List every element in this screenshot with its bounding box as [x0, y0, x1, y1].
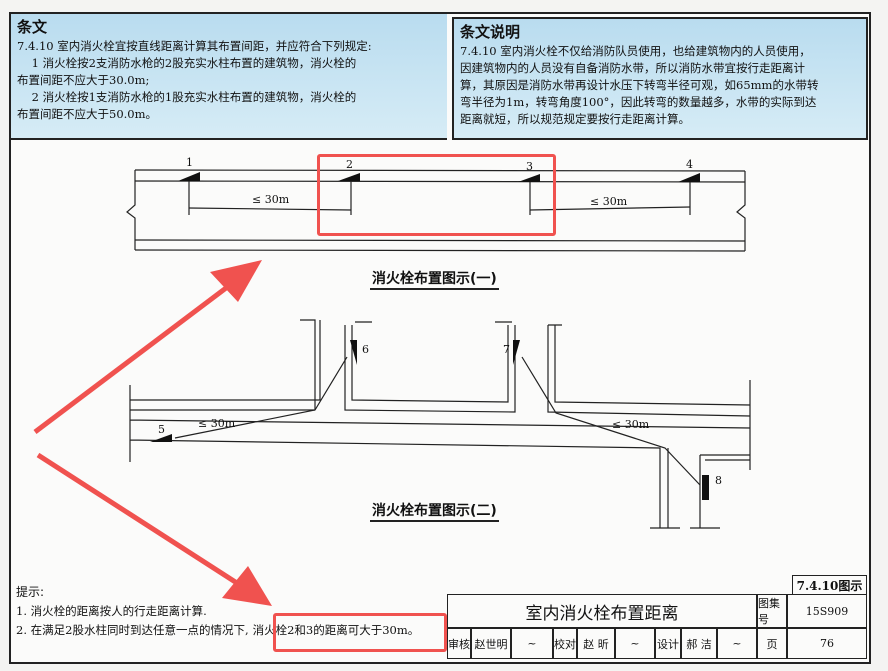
reviewer-name: 赵世明: [471, 628, 511, 659]
distance-label: ≤ 30m: [590, 195, 628, 208]
hydrant-2-icon: [338, 173, 360, 181]
hydrant-7-icon: [513, 340, 520, 365]
check-label: 校对: [553, 628, 577, 659]
hints: 提示: 1. 消火栓的距离按人的行走距离计算. 2. 在满足2股水柱同时到达任意…: [16, 583, 423, 640]
clause-box: 条文 7.4.10 室内消火栓宜按直线距离计算其布置间距，并应符合下列规定: 1…: [9, 12, 447, 140]
clause-line: 布置间距不应大于30.0m;: [17, 73, 150, 87]
explanation-line: 弯半径为1m，转弯角度100°，因此转弯的数量越多，水带的实际到达: [460, 95, 817, 109]
arrow-up-icon: [33, 283, 232, 434]
diagram-1-dimensions: [188, 181, 691, 215]
hint-item: 2. 在满足2股水柱同时到达任意一点的情况下,消火栓2和3的距离可大于30m。: [16, 621, 423, 640]
hydrant-3-icon: [518, 174, 540, 182]
highlight-box-hydrants-2-3: [317, 154, 556, 236]
hydrant-4-label: 4: [686, 158, 693, 171]
explanation-line: 算，其原因是消防水带再设计水压下转弯半径可观，如65mm的水带转: [460, 78, 819, 92]
explanation-line: 距离就短，所以规范规定要按行走距离计算。: [460, 112, 690, 126]
reviewer-signature: ~: [511, 628, 553, 659]
hydrant-icons-2: [150, 340, 709, 500]
diagram-1-caption: 消火栓布置图示(一): [370, 268, 499, 290]
page-number: 76: [787, 628, 867, 659]
hydrant-8-icon: [702, 475, 709, 500]
review-label: 审核: [447, 628, 471, 659]
checker-name: 赵 昕: [577, 628, 615, 659]
explanation-box: 条文说明 7.4.10 室内消火栓不仅给消防队员使用，也给建筑物内的人员使用， …: [452, 17, 868, 140]
hydrant-1-icon: [178, 172, 200, 181]
drawing-title: 室内消火栓布置距离: [447, 594, 757, 628]
hydrant-6-icon: [350, 340, 357, 365]
design-label: 设计: [655, 628, 681, 659]
designer-signature: ~: [717, 628, 757, 659]
hydrant-2-label: 2: [346, 158, 353, 171]
clause-line: 1 消火栓按2支消防水枪的2股充实水柱布置的建筑物，消火栓的: [17, 56, 357, 70]
explanation-line: 因建筑物内的人员没有自备消防水带，所以消防水带宜按行走距离计: [460, 61, 805, 75]
arrow-down-icon: [36, 452, 242, 588]
hint-highlight: 消火栓2和3的距离可大于30m。: [252, 623, 420, 637]
diagram-2-walking-paths: [174, 356, 701, 486]
diagram-2-walls: [129, 319, 751, 529]
hints-heading: 提示:: [16, 585, 45, 599]
hydrant-1-label: 1: [186, 156, 193, 169]
hydrant-5-icon: [150, 434, 172, 442]
clause-line: 布置间距不应大于50.0m。: [17, 107, 158, 121]
clause-line: 7.4.10 室内消火栓宜按直线距离计算其布置间距，并应符合下列规定:: [17, 39, 372, 53]
hydrant-icons-1: [178, 172, 700, 182]
atlas-number: 15S909: [787, 594, 867, 628]
explanation-heading: 条文说明: [460, 23, 521, 41]
distance-label: ≤ 30m: [198, 417, 236, 430]
designer-name: 郝 洁: [681, 628, 717, 659]
checker-signature: ~: [615, 628, 655, 659]
arrow-down-head-icon: [222, 566, 272, 606]
highlight-box-hint: [273, 613, 447, 652]
figure-ref: 7.4.10图示: [792, 575, 867, 595]
hint-text: 2. 在满足2股水柱同时到达任意一点的情况下,: [16, 623, 249, 637]
hydrant-7-label: 7: [503, 343, 510, 356]
explanation-line: 7.4.10 室内消火栓不仅给消防队员使用，也给建筑物内的人员使用，: [460, 44, 811, 58]
page-label: 页: [757, 628, 787, 659]
hydrant-6-label: 6: [362, 343, 369, 356]
hint-item: 1. 消火栓的距离按人的行走距离计算.: [16, 604, 207, 618]
hydrant-8-label: 8: [715, 474, 722, 487]
hydrant-3-label: 3: [526, 160, 533, 173]
distance-label: ≤ 30m: [612, 418, 650, 431]
hydrant-4-icon: [678, 173, 700, 182]
distance-label: ≤ 30m: [252, 193, 290, 206]
hydrant-5-label: 5: [158, 423, 165, 436]
clause-heading: 条文: [17, 18, 48, 36]
diagram-2-caption: 消火栓布置图示(二): [370, 500, 499, 522]
annotation-arrows: [33, 260, 272, 606]
diagram-1-corridor: [126, 169, 746, 252]
atlas-label: 图集号: [757, 594, 787, 628]
arrow-up-head-icon: [210, 260, 262, 302]
clause-line: 2 消火栓按1支消防水枪的1股充实水柱布置的建筑物，消火栓的: [17, 90, 357, 104]
